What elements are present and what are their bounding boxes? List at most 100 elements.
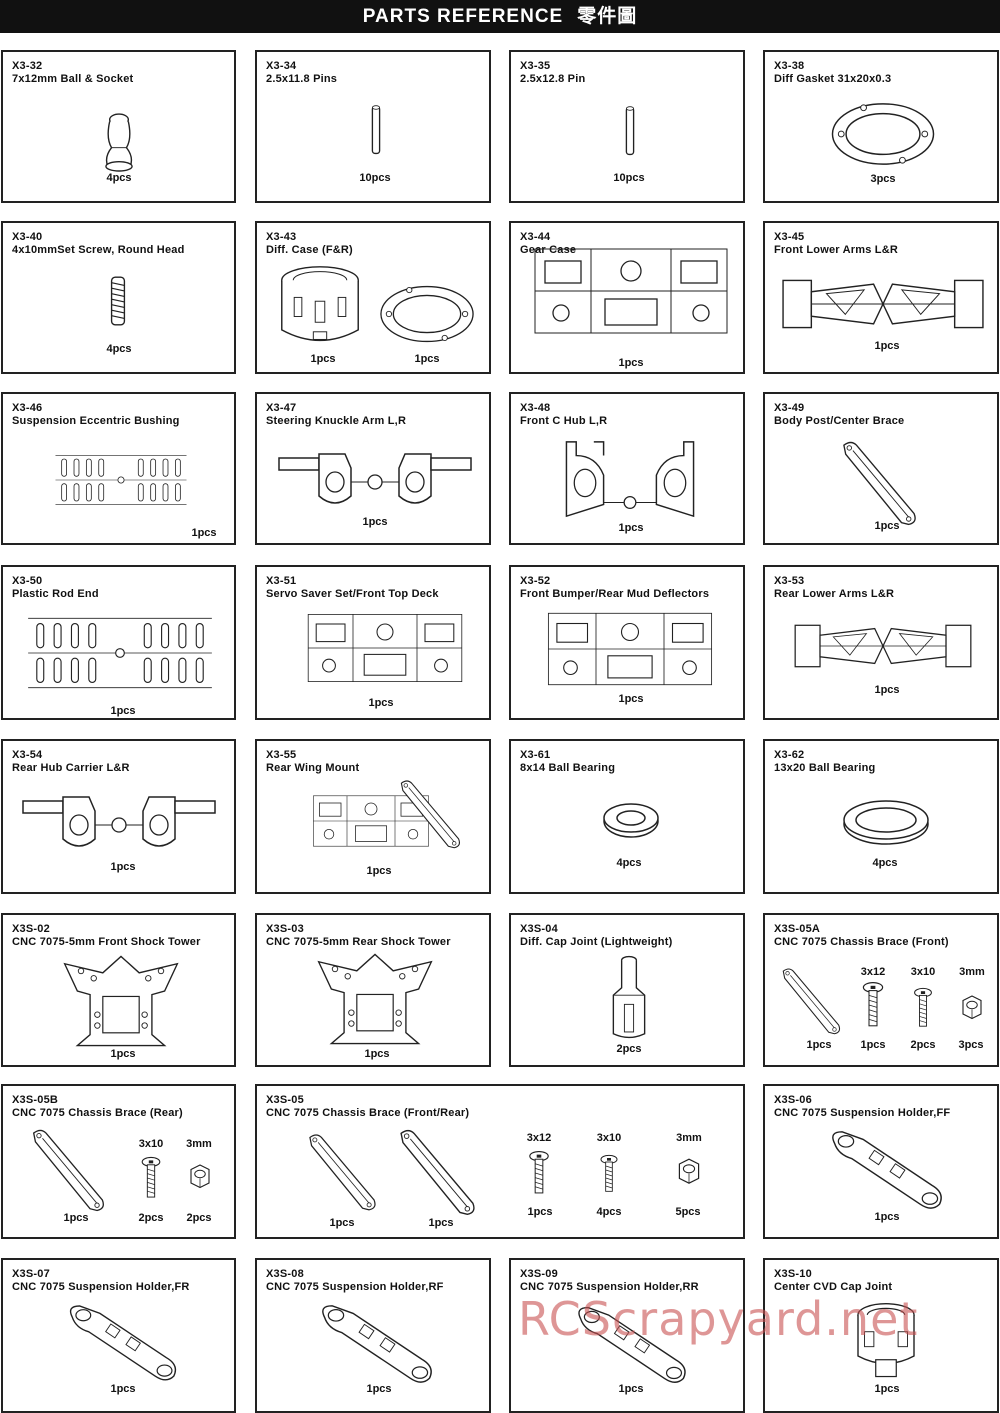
ball-socket-icon <box>91 110 147 176</box>
part-code: X3-32 <box>12 60 43 72</box>
ball-bearing-icon <box>601 801 661 841</box>
lower-arms-icon <box>773 617 993 675</box>
watermark: RCScrapyard.net <box>518 1292 919 1346</box>
part-qty: 1pcs <box>368 697 394 709</box>
part-code: X3-34 <box>266 60 297 72</box>
part-name: Center CVD Cap Joint <box>774 1281 893 1293</box>
gasket-icon <box>829 100 937 168</box>
page-title: PARTS REFERENCE <box>362 6 564 27</box>
part-name: Diff Gasket 31x20x0.3 <box>774 73 892 85</box>
part-qty: 1pcs <box>874 520 900 532</box>
part-card-x3-52: X3-52 Front Bumper/Rear Mud Deflectors 1… <box>509 565 745 720</box>
part-card-x3-38: X3-38 Diff Gasket 31x20x0.3 3pcs <box>763 50 999 203</box>
part-code: X3S-07 <box>12 1268 50 1280</box>
button-head-screw-icon <box>527 1150 551 1196</box>
part-name: Servo Saver Set/Front Top Deck <box>266 588 439 600</box>
part-qty: 1pcs <box>618 693 644 705</box>
part-name: CNC 7075 Suspension Holder,RF <box>266 1281 444 1293</box>
part-qty: 5pcs <box>675 1206 701 1218</box>
part-card-x3s-05: X3S-05 CNC 7075 Chassis Brace (Front/Rea… <box>255 1084 745 1239</box>
rod-end-sprue-icon <box>11 601 229 705</box>
part-code: X3S-09 <box>520 1268 558 1280</box>
part-card-x3s-05a: X3S-05A CNC 7075 Chassis Brace (Front) 3… <box>763 913 999 1067</box>
part-qty: 4pcs <box>616 857 642 869</box>
part-card-x3-40: X3-40 4x10mmSet Screw, Round Head 4pcs <box>1 221 236 374</box>
part-name: Rear Lower Arms L&R <box>774 588 895 600</box>
part-name: CNC 7075 Suspension Holder,FF <box>774 1107 951 1119</box>
screw-size-label: 3x10 <box>138 1138 164 1150</box>
servo-saver-sprue-icon <box>305 603 465 693</box>
part-name: CNC 7075-5mm Rear Shock Tower <box>266 936 451 948</box>
part-card-x3-43: X3-43 Diff. Case (F&R) 1pcs 1pcs <box>255 221 491 374</box>
part-code: X3S-10 <box>774 1268 812 1280</box>
part-code: X3S-02 <box>12 923 50 935</box>
hub-carrier-icon <box>13 787 225 857</box>
diff-case-icon <box>277 263 363 349</box>
part-code: X3-46 <box>12 402 43 414</box>
part-card-x3s-04: X3S-04 Diff. Cap Joint (Lightweight) 2pc… <box>509 913 745 1067</box>
part-name: Gear Case <box>520 244 577 256</box>
part-name: 2.5x12.8 Pin <box>520 73 586 85</box>
part-name: Front Lower Arms L&R <box>774 244 898 256</box>
part-code: X3-54 <box>12 749 43 761</box>
part-qty: 10pcs <box>359 172 391 184</box>
part-card-x3s-09: X3S-09 CNC 7075 Suspension Holder,RR 1pc… <box>509 1258 745 1413</box>
part-qty: 1pcs <box>618 1383 644 1395</box>
part-qty: 2pcs <box>186 1212 212 1224</box>
part-name: 4x10mmSet Screw, Round Head <box>12 244 185 256</box>
part-code: X3-62 <box>774 749 805 761</box>
chassis-brace-icon <box>23 1126 113 1214</box>
part-code: X3-55 <box>266 749 297 761</box>
part-name: 7x12mm Ball & Socket <box>12 73 134 85</box>
part-card-x3-61: X3-61 8x14 Ball Bearing 4pcs <box>509 739 745 894</box>
part-code: X3-47 <box>266 402 297 414</box>
lock-nut-icon <box>185 1162 215 1192</box>
lock-nut-icon <box>673 1156 705 1188</box>
part-code: X3-48 <box>520 402 551 414</box>
screw-size-label: 3x12 <box>526 1132 552 1144</box>
part-code: X3-40 <box>12 231 43 243</box>
part-name: Suspension Eccentric Bushing <box>12 415 180 427</box>
part-qty: 1pcs <box>806 1039 832 1051</box>
part-qty: 1pcs <box>874 1383 900 1395</box>
gear-case-sprue-icon <box>531 241 731 341</box>
part-qty: 1pcs <box>527 1206 553 1218</box>
part-name: Diff. Case (F&R) <box>266 244 353 256</box>
part-name: Front C Hub L,R <box>520 415 608 427</box>
diff-cap-joint-icon <box>605 951 653 1043</box>
screw-size-label: 3x10 <box>910 966 936 978</box>
part-qty: 3pcs <box>870 173 896 185</box>
part-code: X3S-06 <box>774 1094 812 1106</box>
part-code: X3-35 <box>520 60 551 72</box>
part-card-x3s-07: X3S-07 CNC 7075 Suspension Holder,FR 1pc… <box>1 1258 236 1413</box>
part-code: X3S-03 <box>266 923 304 935</box>
page-header: PARTS REFERENCE 零件圖 <box>0 0 1000 33</box>
part-card-x3-34: X3-34 2.5x11.8 Pins 10pcs <box>255 50 491 203</box>
part-card-x3-50: X3-50 Plastic Rod End 1pcs <box>1 565 236 720</box>
part-card-x3s-10: X3S-10 Center CVD Cap Joint 1pcs <box>763 1258 999 1413</box>
part-qty: 1pcs <box>362 516 388 528</box>
gasket-icon <box>377 283 477 345</box>
part-qty: 1pcs <box>618 357 644 369</box>
flat-head-screw-icon <box>139 1156 163 1200</box>
suspension-holder-icon <box>63 1300 183 1384</box>
c-hub-icon <box>555 436 705 524</box>
part-qty: 1pcs <box>191 527 217 539</box>
part-card-x3-47: X3-47 Steering Knuckle Arm L,R 1pcs <box>255 392 491 545</box>
flat-head-screw-icon <box>597 1154 621 1194</box>
screw-size-label: 3x12 <box>860 966 886 978</box>
part-name: CNC 7075 Chassis Brace (Rear) <box>12 1107 183 1119</box>
part-name: 2.5x11.8 Pins <box>266 73 338 85</box>
part-card-x3-46: X3-46 Suspension Eccentric Bushing 1pcs <box>1 392 236 545</box>
part-code: X3S-05A <box>774 923 821 935</box>
part-card-x3s-03: X3S-03 CNC 7075-5mm Rear Shock Tower 1pc… <box>255 913 491 1067</box>
part-code: X3S-05 <box>266 1094 304 1106</box>
page-title-cjk: 零件圖 <box>577 5 638 27</box>
part-name: Diff. Cap Joint (Lightweight) <box>520 936 673 948</box>
bumper-sprue-icon <box>545 605 715 693</box>
body-post-brace-icon <box>799 438 959 528</box>
pin-icon <box>621 102 639 160</box>
part-name: Rear Hub Carrier L&R <box>12 762 130 774</box>
part-code: X3-61 <box>520 749 551 761</box>
shock-tower-icon <box>311 949 439 1049</box>
